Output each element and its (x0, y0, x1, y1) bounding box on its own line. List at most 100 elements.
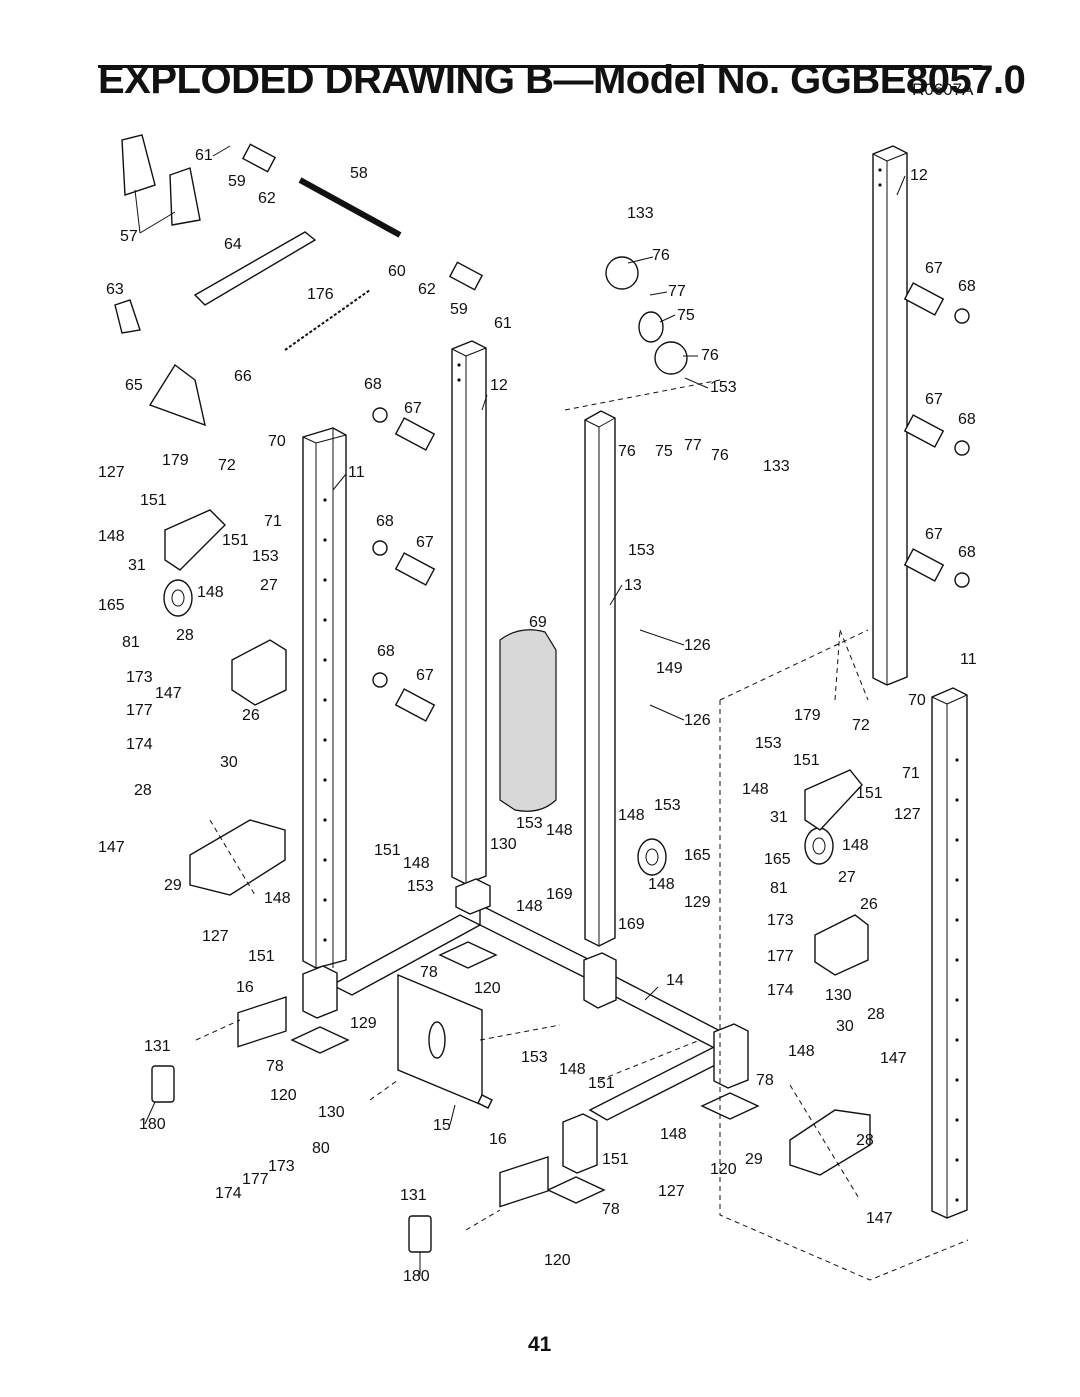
part-69: 69 (529, 614, 547, 631)
part-169: 169 (618, 916, 645, 933)
part-153: 153 (710, 379, 737, 396)
part-151: 151 (140, 492, 167, 509)
part-labels: 61 59 58 62 57 64 60 62 59 61 176 63 65 … (98, 147, 977, 1285)
page-number: 41 (528, 1333, 552, 1356)
part-67: 67 (925, 260, 943, 277)
part-59: 59 (228, 173, 246, 190)
part-127: 127 (894, 806, 921, 823)
part-62: 62 (258, 190, 276, 207)
part-76: 76 (618, 443, 636, 460)
part-151: 151 (248, 948, 275, 965)
part-67: 67 (404, 400, 422, 417)
part-120: 120 (474, 980, 501, 997)
part-64: 64 (224, 236, 242, 253)
part-67: 67 (925, 391, 943, 408)
part-57: 57 (120, 228, 138, 245)
part-169: 169 (546, 886, 573, 903)
part-70: 70 (268, 433, 286, 450)
part-148: 148 (403, 855, 430, 872)
part-174: 174 (767, 982, 794, 999)
part-15: 15 (433, 1117, 451, 1134)
part-81: 81 (122, 634, 140, 651)
part-65: 65 (125, 377, 143, 394)
part-61: 61 (195, 147, 213, 164)
part-76: 76 (711, 447, 729, 464)
part-131: 131 (144, 1038, 171, 1055)
part-148: 148 (842, 837, 869, 854)
part-28: 28 (856, 1132, 874, 1149)
part-151: 151 (222, 532, 249, 549)
part-31: 31 (770, 809, 788, 826)
pulleys (163, 256, 834, 876)
part-16: 16 (236, 979, 254, 996)
part-67: 67 (416, 534, 434, 551)
part-148: 148 (788, 1043, 815, 1060)
part-165: 165 (98, 597, 125, 614)
part-81: 81 (770, 880, 788, 897)
part-71: 71 (902, 765, 920, 782)
part-67: 67 (416, 667, 434, 684)
part-67: 67 (925, 526, 943, 543)
right-front-upright (931, 687, 968, 1219)
part-129: 129 (350, 1015, 377, 1032)
part-29: 29 (745, 1151, 763, 1168)
part-148: 148 (264, 890, 291, 907)
part-148: 148 (742, 781, 769, 798)
part-71: 71 (264, 513, 282, 530)
part-72: 72 (852, 717, 870, 734)
part-29: 29 (164, 877, 182, 894)
leader-lines (134, 145, 906, 1276)
arm-brackets (164, 509, 871, 1176)
part-68: 68 (364, 376, 382, 393)
part-131: 131 (400, 1187, 427, 1204)
part-174: 174 (126, 736, 153, 753)
part-61: 61 (494, 315, 512, 332)
part-59: 59 (450, 301, 468, 318)
part-147: 147 (98, 839, 125, 856)
end-caps (151, 996, 549, 1253)
part-174: 174 (215, 1185, 242, 1202)
part-11: 11 (348, 464, 365, 481)
part-68: 68 (958, 278, 976, 295)
part-28: 28 (176, 627, 194, 644)
part-173: 173 (126, 669, 153, 686)
part-151: 151 (602, 1151, 629, 1168)
base-frame (302, 878, 749, 1174)
part-176: 176 (307, 286, 334, 303)
part-78: 78 (266, 1058, 284, 1075)
part-165: 165 (684, 847, 711, 864)
base-plates (290, 941, 760, 1204)
part-27: 27 (260, 577, 278, 594)
part-151: 151 (793, 752, 820, 769)
part-77: 77 (668, 283, 686, 300)
part-151: 151 (588, 1075, 615, 1092)
title-rule (98, 65, 982, 68)
part-26: 26 (242, 707, 260, 724)
part-68: 68 (376, 513, 394, 530)
part-60: 60 (388, 263, 406, 280)
part-27: 27 (838, 869, 856, 886)
part-13: 13 (624, 577, 642, 594)
drawing-code: R0607A (912, 80, 974, 99)
seat-pad (499, 629, 557, 812)
part-173: 173 (767, 912, 794, 929)
part-30: 30 (836, 1018, 854, 1035)
part-80: 80 (312, 1140, 330, 1157)
part-153: 153 (252, 548, 279, 565)
part-68: 68 (958, 411, 976, 428)
part-14: 14 (666, 972, 684, 989)
part-120: 120 (544, 1252, 571, 1269)
part-130: 130 (318, 1104, 345, 1121)
part-151: 151 (374, 842, 401, 859)
part-153: 153 (521, 1049, 548, 1066)
part-75: 75 (677, 307, 695, 324)
center-left-upright (451, 340, 487, 885)
part-31: 31 (128, 557, 146, 574)
part-147: 147 (866, 1210, 893, 1227)
part-16: 16 (489, 1131, 507, 1148)
part-120: 120 (270, 1087, 297, 1104)
part-177: 177 (242, 1171, 269, 1188)
part-12: 12 (910, 167, 928, 184)
part-12: 12 (490, 377, 508, 394)
